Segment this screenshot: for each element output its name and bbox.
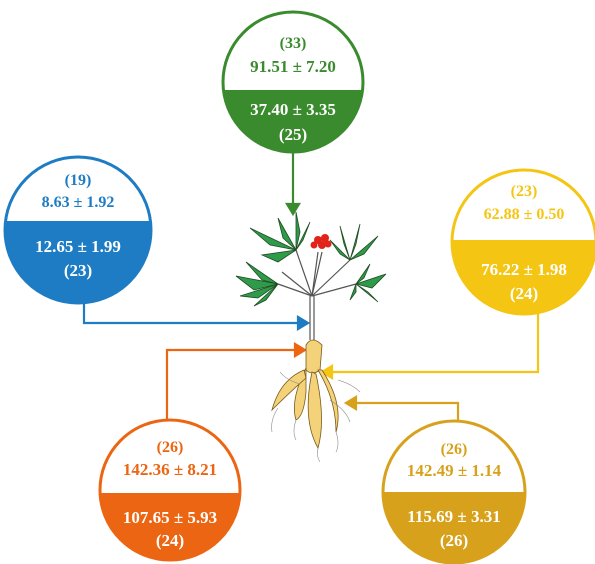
node-orange: (26) 142.36 ± 8.21 107.65 ± 5.93 (24)	[98, 418, 242, 562]
node-orange-bottom-value: 107.65 ± 5.93	[123, 508, 217, 527]
connectors	[82, 152, 540, 421]
node-gold-ring	[381, 419, 527, 564]
arrow-blue-line	[82, 303, 302, 325]
node-gold-fill	[383, 492, 525, 563]
node-blue-top-value: 8.63 ± 1.92	[42, 194, 115, 211]
node-green-bottom-value: 37.40 ± 3.35	[250, 100, 336, 119]
arrow-gold-head	[343, 395, 358, 411]
node-orange-top-value: 142.36 ± 8.21	[123, 460, 217, 479]
node-blue-ring	[3, 155, 153, 305]
node-blue-top-count: (19)	[65, 172, 92, 189]
arrow-yellow-line	[328, 314, 540, 374]
arrow-orange-line	[165, 348, 299, 420]
ginseng-plant	[235, 211, 387, 463]
node-yellow-bottom-value: 76.22 ± 1.98	[481, 260, 567, 279]
node-yellow-bottom-count: (24)	[510, 284, 538, 303]
node-green-top-value: 91.51 ± 7.20	[250, 57, 336, 76]
leaf-cluster-left	[235, 261, 279, 307]
node-orange-fill	[100, 493, 240, 560]
plant-root	[271, 339, 339, 450]
node-blue-bottom-count: (23)	[64, 261, 92, 280]
node-orange-bottom-count: (24)	[156, 531, 184, 550]
node-blue: (19) 8.63 ± 1.92 12.65 ± 1.99 (23)	[3, 155, 153, 305]
node-yellow-top-value: 62.88 ± 0.50	[484, 206, 565, 223]
node-gold-bottom-value: 115.69 ± 3.31	[407, 507, 500, 526]
root-hairs	[271, 371, 361, 463]
node-yellow-top-count: (23)	[511, 183, 538, 200]
arrow-blue-head	[296, 315, 311, 331]
plant-stems	[277, 249, 357, 340]
arrow-yellow-head	[319, 364, 334, 380]
node-yellow-ring	[450, 168, 595, 316]
leaf-cluster-lower-right	[349, 263, 387, 303]
arrow-green-head	[285, 202, 301, 217]
node-blue-bottom-value: 12.65 ± 1.99	[35, 237, 121, 256]
node-gold-bottom-count: (26)	[440, 531, 468, 550]
node-orange-top-count: (26)	[157, 439, 184, 456]
node-yellow: (23) 62.88 ± 0.50 76.22 ± 1.98 (24)	[450, 168, 595, 316]
leaf-cluster-right	[329, 223, 379, 261]
node-gold-top-count: (26)	[441, 441, 468, 458]
arrow-gold-line	[352, 401, 460, 421]
plant-leaves	[235, 211, 387, 307]
node-orange-ring	[98, 418, 242, 562]
node-gold-top-value: 142.49 ± 1.14	[407, 461, 502, 480]
node-green: (33) 91.51 ± 7.20 37.40 ± 3.35 (25)	[221, 10, 365, 154]
plant-berries	[310, 234, 332, 249]
node-green-top-count: (33)	[280, 35, 307, 52]
node-green-bottom-count: (25)	[279, 125, 307, 144]
leaf-cluster-top-left	[249, 211, 311, 263]
node-gold: (26) 142.49 ± 1.14 115.69 ± 3.31 (26)	[381, 419, 527, 564]
arrow-orange-head	[293, 342, 308, 358]
